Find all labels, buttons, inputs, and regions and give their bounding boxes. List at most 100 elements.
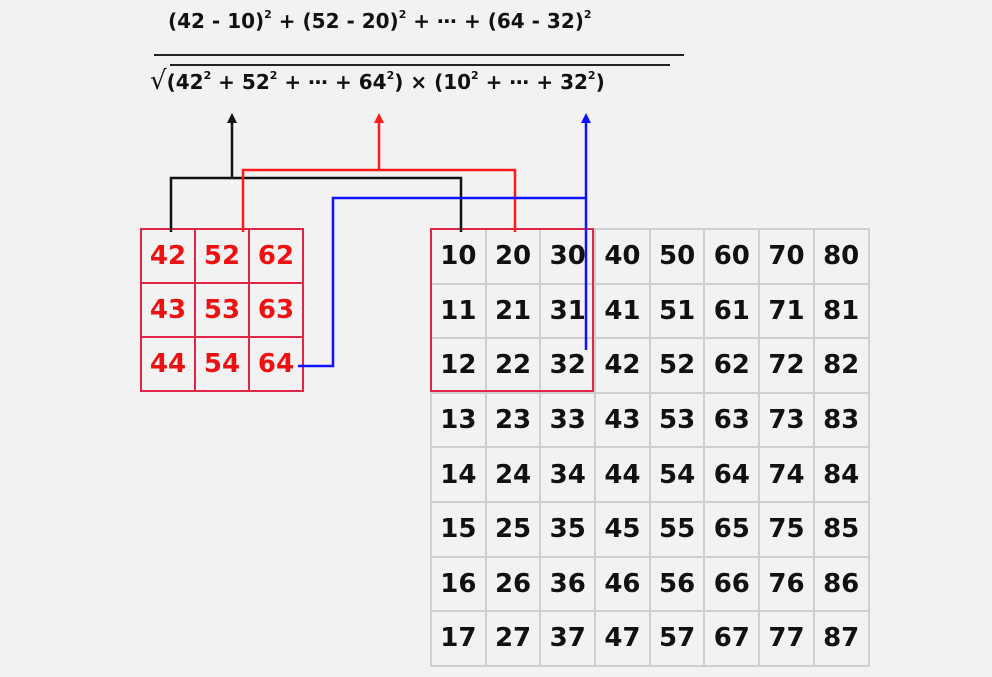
- formula-denominator: √(422 + 522 + ⋯ + 642) × (102 + ⋯ + 322): [150, 66, 605, 96]
- kernel-cell: 43: [140, 282, 196, 338]
- sqrt-icon: √: [150, 66, 167, 96]
- num-term-3: + ⋯ + (64 - 32): [406, 9, 584, 33]
- den-part-2: + 52: [211, 70, 270, 94]
- image-cell: 64: [703, 446, 761, 503]
- kernel-cell: 54: [194, 336, 250, 392]
- den-part-5: + ⋯ + 32: [478, 70, 588, 94]
- image-cell: 52: [648, 337, 706, 394]
- kernel-cell: 42: [140, 228, 196, 284]
- image-cell: 11: [430, 282, 487, 340]
- red-connector: [241, 168, 517, 232]
- image-cell: 82: [812, 337, 870, 394]
- num-exp-2: 2: [398, 8, 407, 21]
- image-cell: 40: [594, 228, 651, 285]
- image-cell: 44: [594, 446, 651, 503]
- image-cell: 42: [594, 337, 651, 394]
- image-cell: 84: [812, 446, 870, 503]
- image-cell: 47: [594, 610, 651, 667]
- image-cell: 83: [812, 391, 870, 449]
- den-part-3: + ⋯ + 64: [277, 70, 387, 94]
- image-cell: 37: [539, 610, 597, 667]
- den-part-4: ) × (10: [394, 70, 472, 94]
- image-cell: 26: [484, 555, 542, 613]
- den-exp-4: 2: [471, 69, 479, 82]
- image-cell: 81: [812, 282, 870, 340]
- image-cell: 41: [594, 282, 651, 340]
- image-cell: 73: [758, 391, 815, 449]
- image-cell: 87: [812, 610, 870, 667]
- blue-connector: [298, 196, 586, 368]
- image-cell: 32: [539, 337, 597, 394]
- formula-numerator: (42 - 10)2 + (52 - 20)2 + ⋯ + (64 - 32)2: [168, 8, 592, 33]
- black-connector: [169, 176, 463, 232]
- image-cell: 36: [539, 555, 597, 613]
- image-cell: 60: [703, 228, 761, 285]
- den-part-1: (42: [166, 70, 204, 94]
- num-exp-3: 2: [583, 8, 592, 21]
- fraction-bar: [154, 54, 684, 56]
- image-cell: 74: [758, 446, 815, 503]
- sqrt-overbar: [170, 64, 670, 66]
- image-cell: 77: [758, 610, 815, 667]
- image-cell: 61: [703, 282, 761, 340]
- image-cell: 23: [484, 391, 542, 449]
- image-cell: 56: [648, 555, 706, 613]
- kernel-cell: 52: [194, 228, 250, 284]
- image-cell: 34: [539, 446, 597, 503]
- image-cell: 21: [484, 282, 542, 340]
- image-cell: 33: [539, 391, 597, 449]
- image-cell: 71: [758, 282, 815, 340]
- image-cell: 57: [648, 610, 706, 667]
- image-cell: 85: [812, 500, 870, 558]
- image-cell: 63: [703, 391, 761, 449]
- image-cell: 55: [648, 500, 706, 558]
- kernel-cell: 53: [194, 282, 250, 338]
- image-cell: 45: [594, 500, 651, 558]
- image-cell: 66: [703, 555, 761, 613]
- den-exp-1: 2: [203, 69, 212, 82]
- image-cell: 46: [594, 555, 651, 613]
- num-term-1: (42 - 10): [168, 9, 265, 33]
- image-cell: 14: [430, 446, 487, 503]
- den-exp-3: 2: [386, 69, 395, 82]
- den-exp-5: 2: [587, 69, 596, 82]
- image-cell: 72: [758, 337, 815, 394]
- image-cell: 67: [703, 610, 761, 667]
- image-cell: 17: [430, 610, 487, 667]
- kernel-cell: 63: [248, 282, 304, 338]
- image-cell: 53: [648, 391, 706, 449]
- image-cell: 76: [758, 555, 815, 613]
- image-cell: 16: [430, 555, 487, 613]
- kernel-cell: 64: [248, 336, 304, 392]
- image-cell: 13: [430, 391, 487, 449]
- num-exp-1: 2: [264, 8, 272, 21]
- image-cell: 43: [594, 391, 651, 449]
- num-term-2: + (52 - 20): [271, 9, 399, 33]
- image-cell: 62: [703, 337, 761, 394]
- image-cell: 65: [703, 500, 761, 558]
- image-cell: 51: [648, 282, 706, 340]
- image-cell: 80: [812, 228, 870, 285]
- image-cell: 24: [484, 446, 542, 503]
- kernel-cell: 62: [248, 228, 304, 284]
- image-cell: 22: [484, 337, 542, 394]
- image-cell: 70: [758, 228, 815, 285]
- den-part-6: ): [595, 70, 605, 94]
- image-cell: 54: [648, 446, 706, 503]
- image-cell: 50: [648, 228, 706, 285]
- image-cell: 35: [539, 500, 597, 558]
- image-cell: 86: [812, 555, 870, 613]
- image-cell: 15: [430, 500, 487, 558]
